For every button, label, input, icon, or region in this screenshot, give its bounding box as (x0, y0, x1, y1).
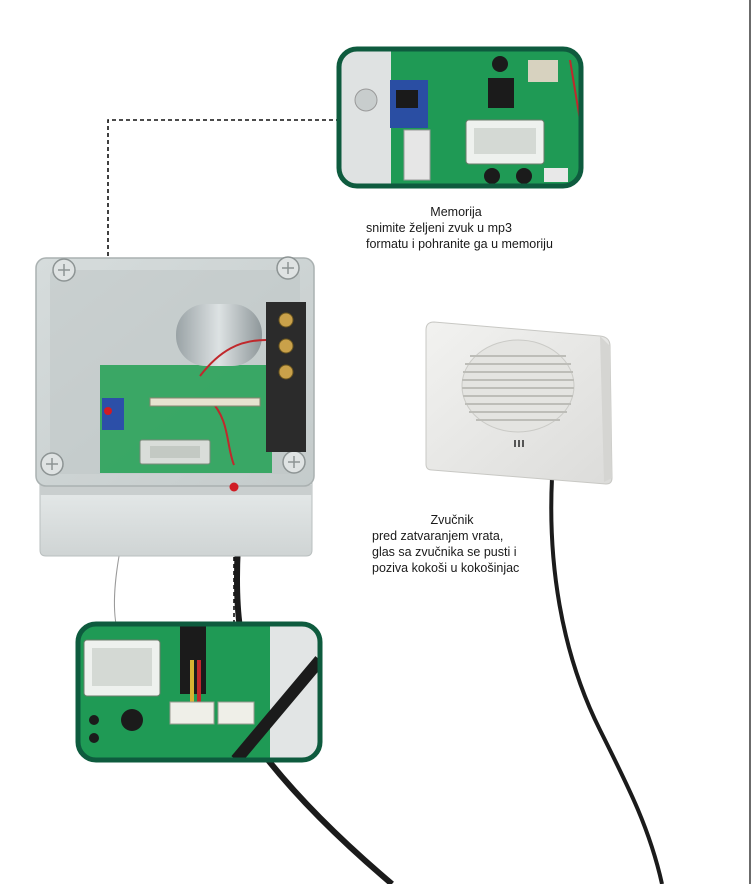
enclosure-box (35, 256, 315, 557)
connector-marker-dot (229, 482, 239, 492)
speaker-callout-title: Zvučnik (430, 513, 474, 527)
memory-marker-dot (104, 407, 112, 415)
memory-callout: Memorija snimite željeni zvuk u mp3 form… (366, 204, 566, 252)
speaker-callout-line-3: poziva kokoši u kokošinjac (372, 561, 520, 575)
memory-detail-inset (336, 46, 584, 189)
speaker-callout-line-2: glas sa zvučnika se pusti i (372, 545, 517, 559)
connector-detail-inset (75, 621, 323, 763)
speaker (425, 321, 613, 485)
memory-callout-line-1: snimite željeni zvuk u mp3 (366, 221, 512, 235)
memory-callout-title: Memorija (430, 205, 482, 219)
memory-callout-line-2: formatu i pohranite ga u memoriju (366, 237, 553, 251)
speaker-callout-line-1: pred zatvaranjem vrata, (372, 529, 504, 543)
speaker-callout: Zvučnik pred zatvaranjem vrata, glas sa … (372, 512, 552, 576)
speaker-cable (549, 477, 664, 885)
leader-line-memory (107, 119, 339, 410)
